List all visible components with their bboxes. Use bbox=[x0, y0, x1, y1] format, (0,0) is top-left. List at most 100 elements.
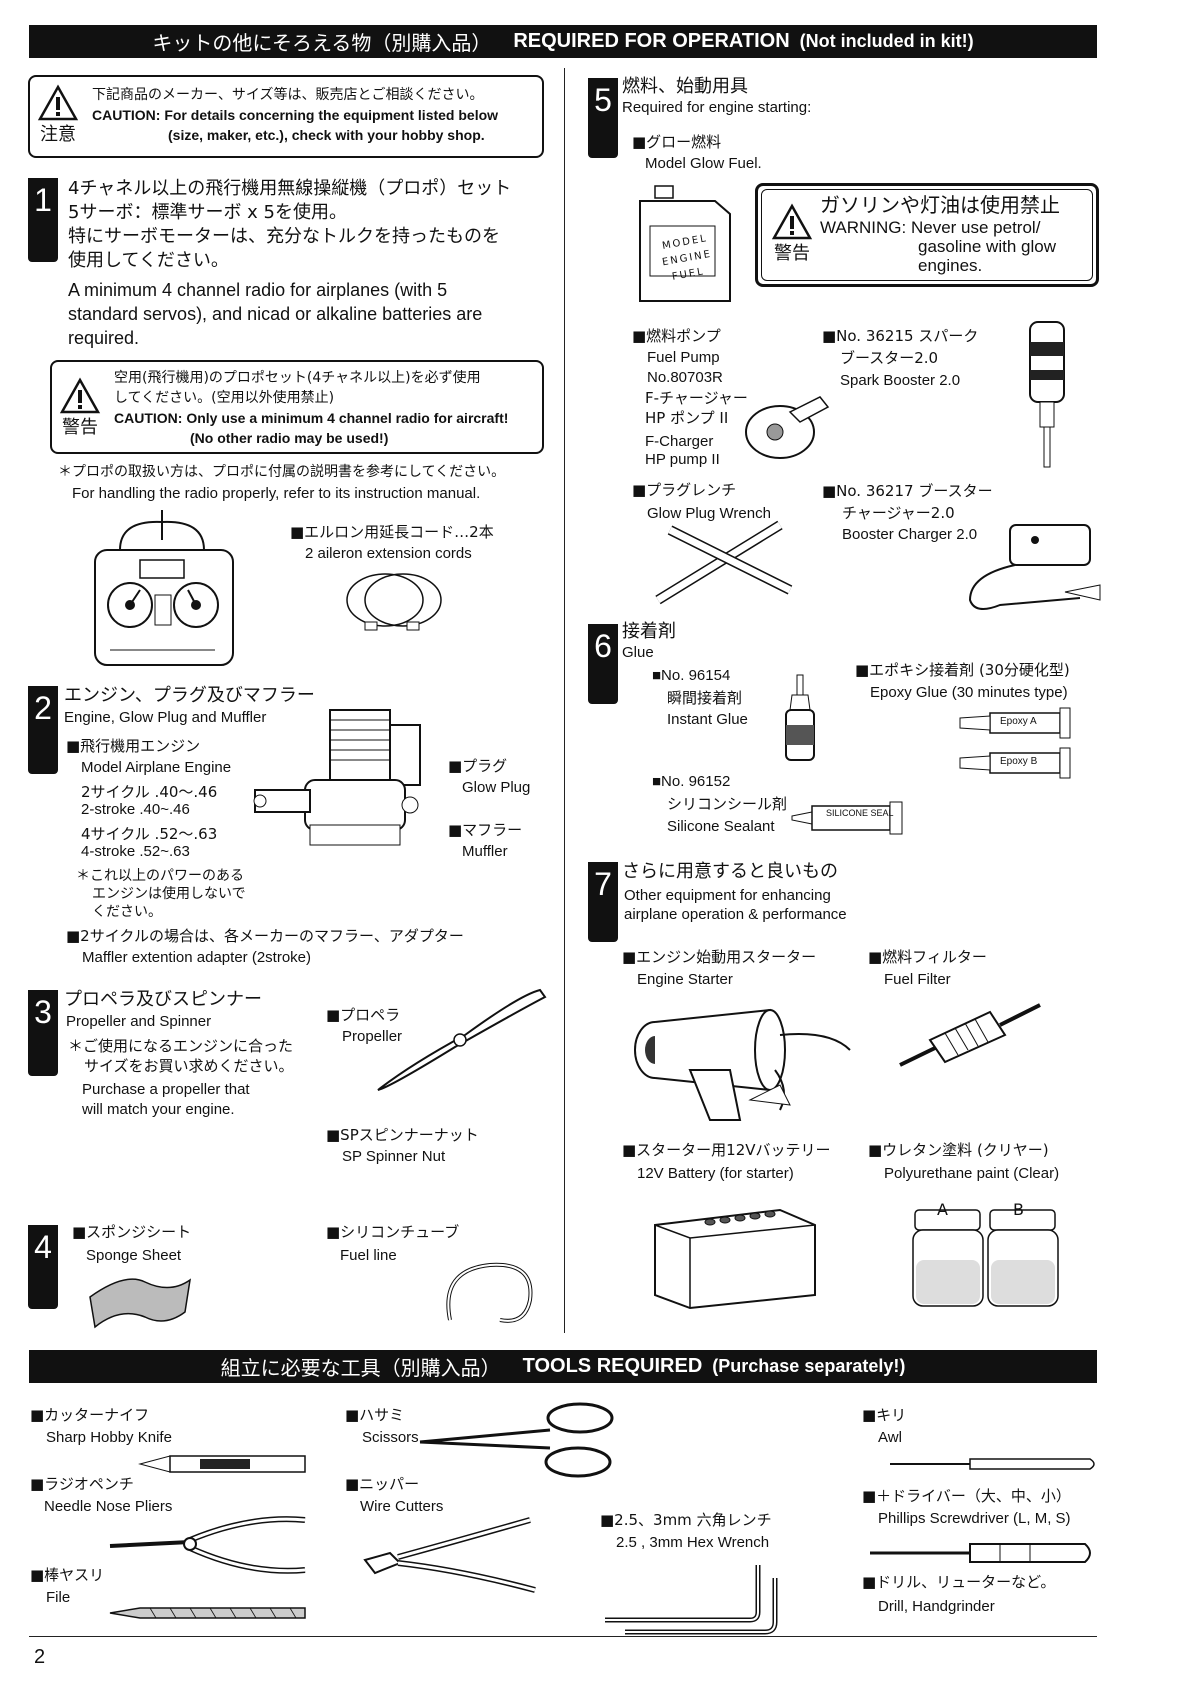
polyurethane-paint-en: Polyurethane paint (Clear) bbox=[884, 1165, 1060, 1182]
fuel-pump-en-3: HP pump II bbox=[645, 451, 720, 468]
sec1-en-3: required. bbox=[68, 328, 140, 348]
tools-header-en-note: (Purchase separately!) bbox=[712, 1356, 906, 1376]
hex-wrench-jp: ■2.5、3mm 六角レンチ bbox=[600, 1511, 772, 1529]
drill-en: Drill, Handgrinder bbox=[878, 1598, 995, 1615]
section-number-5: 5 bbox=[588, 78, 618, 158]
silicone-seal-en: Silicone Sealant bbox=[667, 818, 775, 835]
glow-fuel-jp: ■グロー燃料 bbox=[632, 133, 722, 151]
fuel-warning-en-1: WARNING: Never use petrol/ bbox=[820, 218, 1041, 237]
extension-cord-jp: ■エルロン用延長コード…2本 bbox=[290, 523, 494, 541]
fuel-pump-en-2: F-Charger bbox=[645, 433, 714, 450]
booster-charger-jp-1: ■No. 36217 ブースター bbox=[822, 482, 993, 500]
file-en: File bbox=[46, 1589, 71, 1606]
wire-cutters-illustration bbox=[363, 1517, 536, 1593]
glow-plug-jp: ■プラグ bbox=[448, 757, 508, 775]
sec1-note-jp: ＊プロポの取扱い方は、プロポに付属の説明書を参考にしてください。 bbox=[58, 464, 506, 480]
needle-nose-pliers-illustration bbox=[109, 1516, 306, 1574]
caution-radio-jp-2: してください。(空用以外使用禁止) bbox=[114, 390, 335, 406]
extension-cords-illustration bbox=[346, 573, 442, 631]
hex-wrench-en: 2.5 , 3mm Hex Wrench bbox=[616, 1534, 770, 1551]
header-jp: キットの他にそろえる物（別購入品） bbox=[152, 31, 492, 55]
sec1-jp-4: 使用してください。 bbox=[68, 250, 229, 271]
engine-starter-en: Engine Starter bbox=[637, 971, 733, 988]
two-stroke-en: 2-stroke .40~.46 bbox=[81, 801, 190, 818]
silicone-seal-number: ■No. 96152 bbox=[652, 773, 731, 790]
epoxy-glue-en: Epoxy Glue (30 minutes type) bbox=[870, 684, 1068, 701]
booster-charger-illustration bbox=[968, 524, 1101, 610]
caution-box-general: 注意 下記商品のメーカー、サイズ等は、販売店とご相談ください。 CAUTION:… bbox=[28, 75, 544, 158]
spinner-nut-jp: ■SPスピンナーナット bbox=[326, 1126, 479, 1144]
engine-illustration bbox=[253, 709, 421, 846]
battery-illustration bbox=[654, 1208, 816, 1310]
sec5-title-en: Required for engine starting: bbox=[622, 99, 812, 116]
caution-radio-en-1: CAUTION: Only use a minimum 4 channel ra… bbox=[114, 410, 509, 426]
jar-a-label: A bbox=[937, 1200, 948, 1219]
engine-starter-illustration bbox=[634, 1008, 851, 1121]
plug-wrench-illustration bbox=[655, 520, 793, 605]
two-stroke-jp: 2サイクル .40〜.46 bbox=[81, 783, 218, 801]
sec7-title-en-2: airplane operation & performance bbox=[624, 906, 847, 923]
wire-cutters-en: Wire Cutters bbox=[360, 1498, 444, 1515]
warning-icon bbox=[37, 84, 79, 121]
plug-wrench-jp: ■プラグレンチ bbox=[632, 481, 737, 499]
plug-wrench-en: Glow Plug Wrench bbox=[647, 505, 771, 522]
epoxy-b-label: Epoxy B bbox=[1000, 756, 1038, 767]
caution-label: 注意 bbox=[40, 124, 76, 145]
caution-radio-en-2: (No other radio may be used!) bbox=[190, 430, 389, 446]
spark-booster-jp-1: ■No. 36215 スパーク bbox=[822, 327, 979, 345]
column-divider bbox=[564, 68, 565, 1333]
muffler-jp: ■マフラー bbox=[448, 821, 523, 839]
screwdriver-illustration bbox=[870, 1543, 1091, 1563]
sec1-jp-1: 4チャネル以上の飛行機用無線操縦機（プロポ）セット bbox=[68, 178, 512, 199]
file-jp: ■棒ヤスリ bbox=[30, 1566, 105, 1584]
booster-charger-jp-2: チャージャー2.0 bbox=[842, 504, 955, 522]
sec3-note-jp-1: ＊ご使用になるエンジンに合った bbox=[68, 1037, 294, 1055]
needle-nose-pliers-en: Needle Nose Pliers bbox=[44, 1498, 173, 1515]
caution-en-1: CAUTION: For details concerning the equi… bbox=[92, 107, 499, 123]
scissors-jp: ■ハサミ bbox=[345, 1406, 405, 1424]
file-tool-illustration bbox=[109, 1607, 306, 1619]
section-number-6: 6 bbox=[588, 624, 618, 704]
tools-header-en: TOOLS REQUIRED bbox=[522, 1355, 703, 1377]
four-stroke-en: 4-stroke .52~.63 bbox=[81, 843, 190, 860]
engine-jp: ■飛行機用エンジン bbox=[66, 737, 201, 755]
sec1-en-2: standard servos), and nicad or alkaline … bbox=[68, 304, 483, 324]
header-en: REQUIRED FOR OPERATION bbox=[513, 30, 790, 52]
power-warning-1: ＊これ以上のパワーのある bbox=[76, 868, 244, 884]
caution-radio-label: 警告 bbox=[62, 417, 98, 438]
paint-jars-illustration bbox=[912, 1209, 1059, 1307]
instant-glue-jp: 瞬間接着剤 bbox=[667, 689, 743, 707]
power-warning-2: エンジンは使用しないで bbox=[92, 886, 246, 902]
adapter-en: Maffler extention adapter (2stroke) bbox=[82, 949, 312, 966]
sponge-sheet-en: Sponge Sheet bbox=[86, 1247, 182, 1264]
propeller-illustration bbox=[377, 988, 547, 1091]
fuel-warning-label: 警告 bbox=[774, 243, 810, 264]
sponge-sheet-illustration bbox=[89, 1278, 192, 1329]
silicone-tube-jp: ■シリコンチューブ bbox=[326, 1223, 460, 1241]
fuel-pump-jp-3: HP ポンプ II bbox=[645, 409, 729, 427]
hobby-knife-illustration bbox=[138, 1455, 306, 1473]
starter-battery-jp: ■スターター用12Vバッテリー bbox=[622, 1141, 831, 1159]
fuel-filter-illustration bbox=[899, 1003, 1041, 1067]
instant-glue-illustration bbox=[785, 674, 815, 761]
wire-cutters-jp: ■ニッパー bbox=[345, 1475, 420, 1493]
tools-header-bar: 組立に必要な工具（別購入品） TOOLS REQUIRED (Purchase … bbox=[29, 1350, 1097, 1383]
fuel-pump-en: Fuel Pump bbox=[647, 349, 720, 366]
warning-icon bbox=[771, 203, 813, 240]
epoxy-a-label: Epoxy A bbox=[1000, 716, 1037, 727]
header-en-note: (Not included in kit!) bbox=[799, 31, 974, 51]
scissors-en: Scissors bbox=[362, 1429, 419, 1446]
sec3-note-en-2: will match your engine. bbox=[82, 1101, 235, 1118]
screwdriver-jp: ■＋ドライバー（大、中、小） bbox=[862, 1487, 1071, 1505]
page-number: 2 bbox=[34, 1646, 46, 1668]
sec3-note-en-1: Purchase a propeller that bbox=[82, 1081, 250, 1098]
jar-b-label: B bbox=[1013, 1200, 1024, 1219]
sec1-note-en: For handling the radio properly, refer t… bbox=[72, 485, 481, 502]
spark-booster-en: Spark Booster 2.0 bbox=[840, 372, 961, 389]
silicone-seal-illustration bbox=[791, 801, 903, 835]
tools-header-jp: 組立に必要な工具（別購入品） bbox=[220, 1356, 501, 1380]
sec2-title-jp: エンジン、プラグ及びマフラー bbox=[64, 685, 315, 706]
fuel-warning-en-2: gasoline with glow bbox=[918, 237, 1056, 256]
sponge-sheet-jp: ■スポンジシート bbox=[72, 1223, 192, 1241]
fuel-line-illustration bbox=[446, 1262, 533, 1323]
